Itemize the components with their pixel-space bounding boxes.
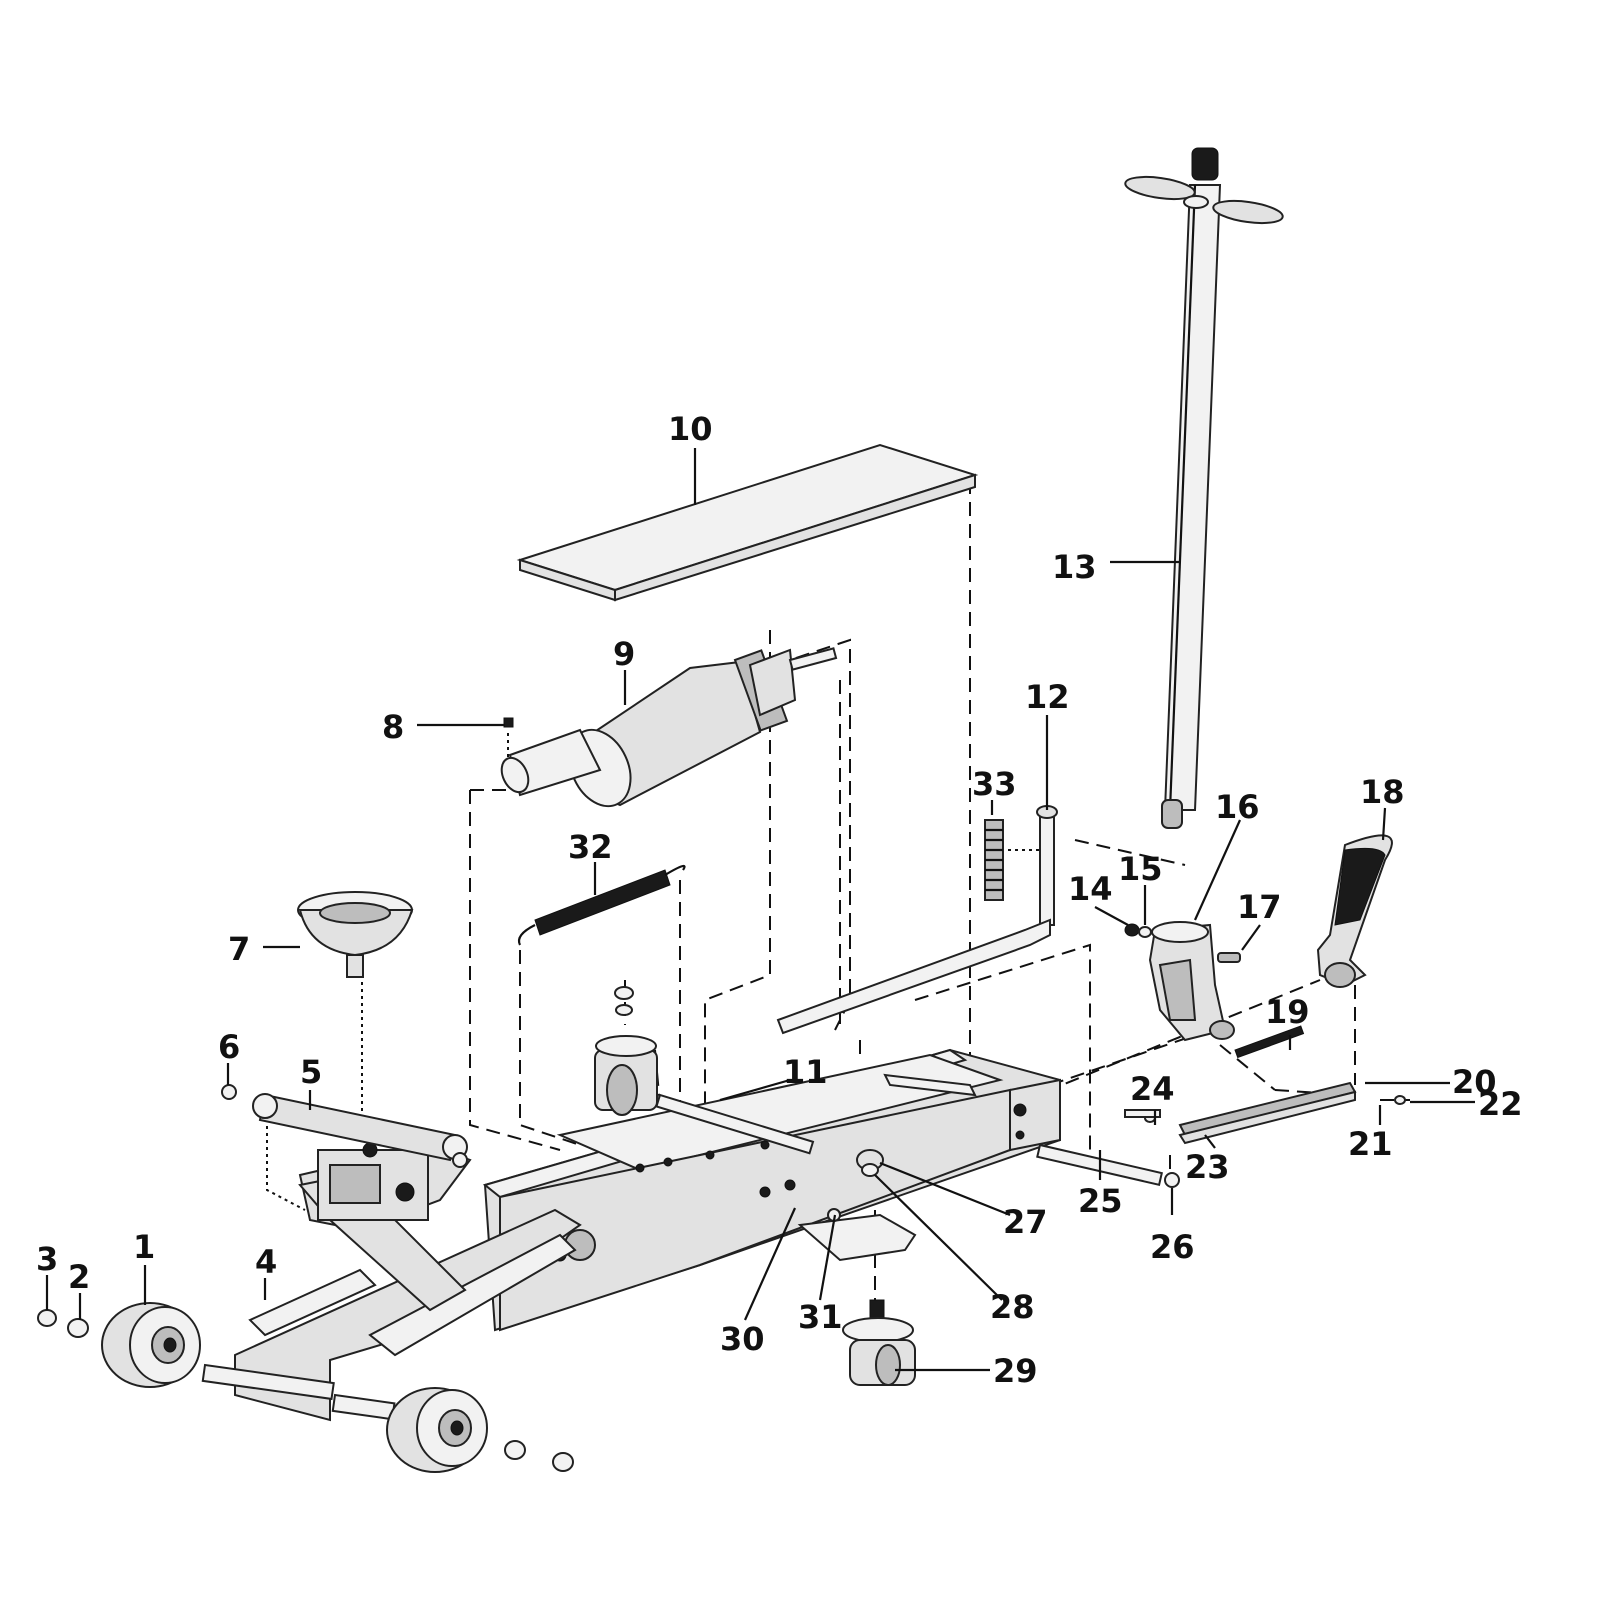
- part-label-23: 23: [1185, 1148, 1230, 1186]
- leader-lines: [45, 448, 1475, 1372]
- spring-33: [984, 819, 1004, 901]
- part-label-11: 11: [783, 1053, 828, 1091]
- part-label-33: 33: [972, 765, 1017, 803]
- part-label-18: 18: [1360, 773, 1405, 811]
- part-label-16: 16: [1215, 788, 1260, 826]
- part-label-3: 3: [36, 1240, 58, 1278]
- part-label-20: 20: [1452, 1063, 1497, 1101]
- part-label-24: 24: [1130, 1070, 1175, 1108]
- front-wheel-left: [101, 1302, 201, 1388]
- part-label-5: 5: [300, 1053, 322, 1091]
- hydraulic-cylinder: [500, 647, 838, 808]
- washers: [37, 1084, 574, 1472]
- rear-pin: [1036, 1143, 1180, 1188]
- part-label-31: 31: [798, 1298, 843, 1336]
- ratchet-arm: [1316, 834, 1393, 988]
- part-label-17: 17: [1237, 888, 1282, 926]
- part-label-15: 15: [1118, 850, 1163, 888]
- part-label-7: 7: [228, 930, 250, 968]
- part-label-14: 14: [1068, 870, 1113, 908]
- lift-arm: [201, 1093, 582, 1422]
- cover-plate: [516, 443, 979, 602]
- part-label-30: 30: [720, 1320, 765, 1358]
- front-wheel-right: [386, 1387, 488, 1473]
- part-labels: 1 2 3 4 5 6 7 8 9 10 11 12 13 14 15 16 1…: [36, 410, 1523, 1390]
- part-label-26: 26: [1150, 1228, 1195, 1266]
- return-spring: [517, 864, 686, 946]
- part-label-21: 21: [1348, 1125, 1393, 1163]
- pump-caster: [594, 986, 658, 1116]
- part-label-25: 25: [1078, 1182, 1123, 1220]
- part-label-19: 19: [1265, 993, 1310, 1031]
- part-label-10: 10: [668, 410, 713, 448]
- part-label-2: 2: [68, 1258, 90, 1296]
- part-label-27: 27: [1003, 1203, 1048, 1241]
- part-label-13: 13: [1052, 548, 1097, 586]
- rear-caster: [797, 1149, 917, 1386]
- handle-socket: [1124, 921, 1241, 1042]
- part-label-32: 32: [568, 828, 613, 866]
- pedal-assembly: [1124, 1025, 1406, 1145]
- part-label-12: 12: [1025, 678, 1070, 716]
- handle: [1124, 147, 1284, 829]
- part-label-28: 28: [990, 1288, 1035, 1326]
- jack-frame: [482, 1048, 1061, 1332]
- part-label-22: 22: [1478, 1085, 1523, 1123]
- part-label-9: 9: [613, 635, 635, 673]
- part-label-8: 8: [382, 708, 404, 746]
- release-rod: [776, 805, 1058, 1035]
- part-label-1: 1: [133, 1228, 155, 1266]
- part-label-4: 4: [255, 1243, 277, 1281]
- saddle: [297, 891, 414, 978]
- part-label-29: 29: [993, 1352, 1038, 1390]
- part-label-6: 6: [218, 1028, 240, 1066]
